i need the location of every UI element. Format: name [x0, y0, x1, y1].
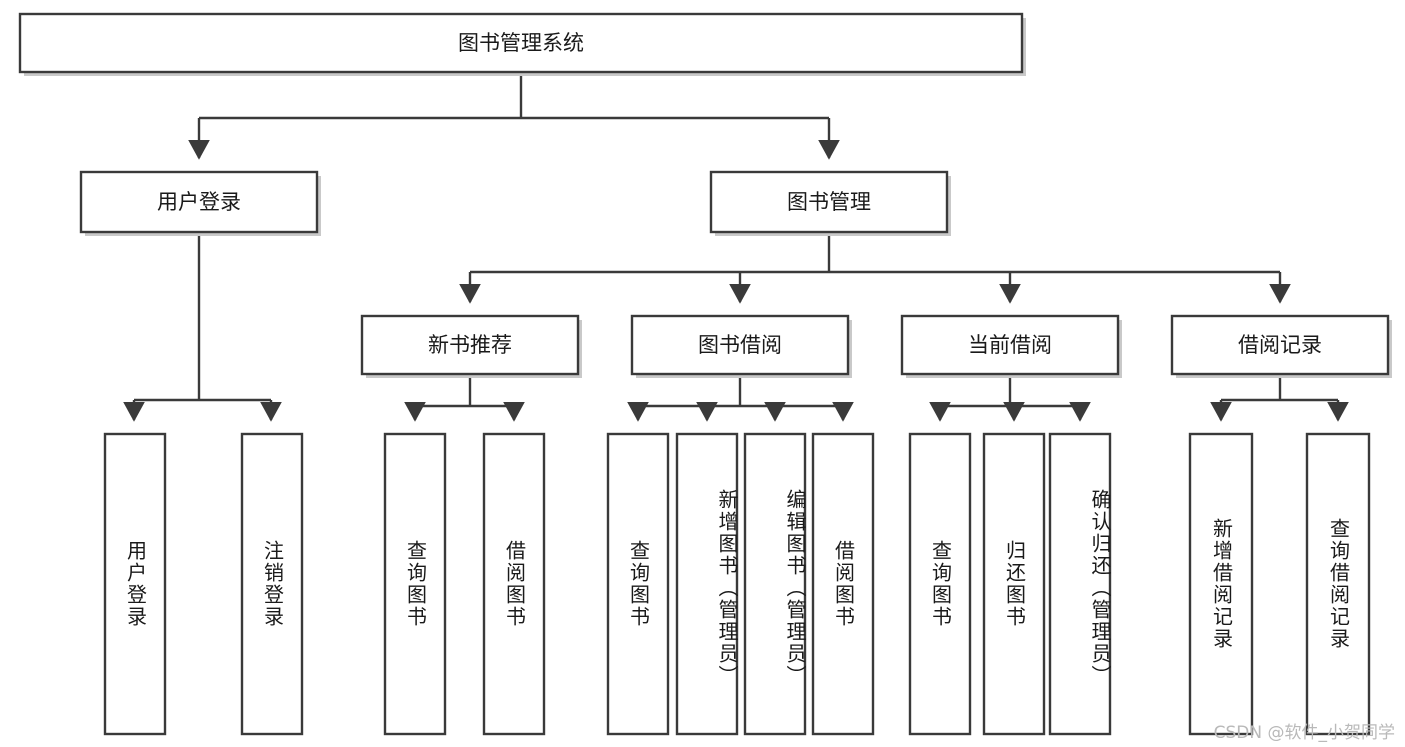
node-borrow-record-label: 借阅记录	[1238, 333, 1322, 357]
node-root[interactable]: 图书管理系统	[18, 12, 1026, 76]
node-borrow-record-rect[interactable]	[1170, 314, 1390, 376]
node-book-borrow-rect[interactable]	[630, 314, 850, 376]
leaf-borrow-book-1-rect[interactable]	[482, 432, 546, 736]
node-user-login-rect[interactable]	[79, 170, 319, 234]
leaf-query-book-3-rect[interactable]	[908, 432, 972, 736]
node-book-borrow[interactable]: 图书借阅	[630, 314, 852, 378]
node-new-book-recommend[interactable]: 新书推荐	[360, 314, 582, 378]
leaf-add-record-rect[interactable]	[1188, 432, 1254, 736]
leaf-return-book-rect[interactable]	[982, 432, 1046, 736]
node-root-label: 图书管理系统	[458, 31, 584, 55]
node-borrow-record[interactable]: 借阅记录	[1170, 314, 1392, 378]
leaf-query-book-1-rect[interactable]	[383, 432, 447, 736]
leaf-confirm-return-rect[interactable]	[1048, 432, 1112, 736]
node-book-manage-label: 图书管理	[787, 190, 871, 214]
node-user-login-label: 用户登录	[157, 190, 241, 214]
node-user-login[interactable]: 用户登录	[79, 170, 321, 236]
node-root-rect[interactable]	[18, 12, 1024, 74]
node-new-book-recommend-rect[interactable]	[360, 314, 580, 376]
node-book-borrow-label: 图书借阅	[698, 333, 782, 357]
leaf-query-record-rect[interactable]	[1305, 432, 1371, 736]
leaf-logout-rect[interactable]	[240, 432, 304, 736]
node-current-borrow[interactable]: 当前借阅	[900, 314, 1122, 378]
node-current-borrow-label: 当前借阅	[968, 333, 1052, 357]
leaf-user-login-rect[interactable]	[103, 432, 167, 736]
leaf-boxes-layer	[103, 432, 1371, 736]
node-current-borrow-rect[interactable]	[900, 314, 1120, 376]
leaf-edit-book-rect[interactable]	[743, 432, 807, 736]
connector-layer	[123, 72, 1349, 422]
leaf-query-book-2-rect[interactable]	[606, 432, 670, 736]
node-book-manage-rect[interactable]	[709, 170, 949, 234]
leaf-borrow-book-2-rect[interactable]	[811, 432, 875, 736]
watermark-text: CSDN @软件_小贺同学	[1213, 723, 1395, 743]
leaf-add-book-rect[interactable]	[675, 432, 739, 736]
node-book-manage[interactable]: 图书管理	[709, 170, 951, 236]
node-new-book-recommend-label: 新书推荐	[428, 333, 512, 357]
